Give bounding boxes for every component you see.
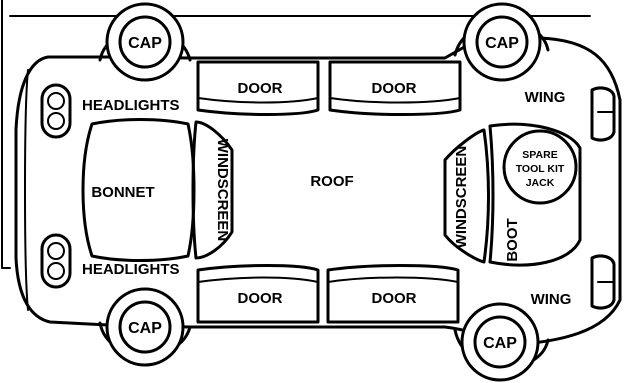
cap-bottom-right: CAP xyxy=(460,302,540,382)
door-top-left: DOOR xyxy=(196,60,320,116)
cap-label: CAP xyxy=(128,320,162,337)
bonnet-label: BONNET xyxy=(91,184,154,201)
spare-wheel-well xyxy=(502,129,578,205)
cap-top-left: CAP xyxy=(105,2,185,82)
windscreen-rear-panel xyxy=(443,128,490,264)
windscreen-front-label: WINDSCREEN xyxy=(214,139,231,242)
cap-label: CAP xyxy=(128,35,162,52)
windscreen-front-panel xyxy=(191,120,234,260)
tail-light-bottom xyxy=(590,254,616,310)
cap-label: CAP xyxy=(483,335,517,352)
tail-light-top xyxy=(590,86,616,142)
spare-label: SPARE xyxy=(522,149,557,161)
front-bumper-line xyxy=(24,69,29,311)
wing-label-top: WING xyxy=(525,89,566,106)
headlights-bottom xyxy=(40,233,72,289)
headlights-label-bottom: HEADLIGHTS xyxy=(82,261,180,278)
jack-label: JACK xyxy=(526,177,555,189)
door-top-right: DOOR xyxy=(328,60,462,116)
door-bottom-right: DOOR xyxy=(326,264,460,324)
door-label: DOOR xyxy=(372,80,417,97)
bonnet-panel xyxy=(81,118,196,262)
roof-label: ROOF xyxy=(310,173,353,190)
door-label: DOOR xyxy=(238,80,283,97)
door-bottom-left: DOOR xyxy=(196,264,320,324)
cap-bottom-left: CAP xyxy=(105,287,185,367)
boot-label: BOOT xyxy=(504,218,521,261)
frame-border xyxy=(1,0,11,269)
wing-label-bottom: WING xyxy=(531,291,572,308)
windscreen-rear-label: WINDSCREEN xyxy=(453,146,470,249)
door-label: DOOR xyxy=(372,290,417,307)
headlights-label-top: HEADLIGHTS xyxy=(82,97,180,114)
tool-kit-label: TOOL KIT xyxy=(516,163,565,175)
door-label: DOOR xyxy=(238,290,283,307)
cap-label: CAP xyxy=(485,35,519,52)
boot-panel xyxy=(488,122,582,267)
headlights-top xyxy=(40,83,72,139)
cap-top-right: CAP xyxy=(462,2,542,82)
